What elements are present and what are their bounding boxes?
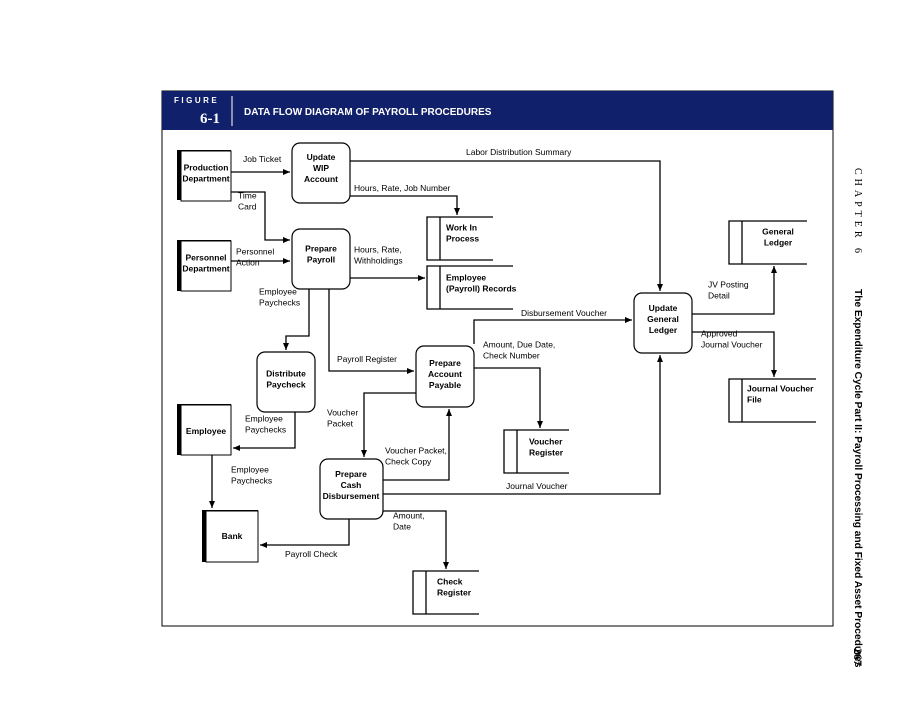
store-employee-records: Employee(Payroll) Records — [426, 265, 517, 310]
label-amount-due-date: Amount, Due Date,Check Number — [483, 340, 555, 361]
flow-lines — [209, 160, 777, 569]
label-payroll-register: Payroll Register — [337, 354, 397, 364]
label-voucher-packet-check-copy: Voucher Packet,Check Copy — [385, 446, 447, 467]
flow-voucher-packet — [361, 392, 416, 457]
label-amount-date: Amount,Date — [393, 511, 425, 532]
figure-number: 6-1 — [200, 111, 220, 127]
flow-jv-posting — [692, 266, 777, 315]
label-disbursement-voucher: Disbursement Voucher — [521, 308, 607, 318]
store-emp-records-label: Employee(Payroll) Records — [446, 273, 517, 294]
entity-employee: Employee — [177, 404, 232, 456]
flow-payroll-register — [328, 289, 414, 374]
flow-hours-rate-job — [350, 195, 460, 215]
flow-employee-paychecks-2 — [233, 412, 296, 451]
figure-title: DATA FLOW DIAGRAM OF PAYROLL PROCEDURES — [244, 107, 492, 118]
label-job-ticket: Job Ticket — [243, 154, 282, 164]
entity-bank: Bank — [202, 510, 259, 563]
label-payroll-check: Payroll Check — [285, 549, 338, 559]
label-journal-voucher: Journal Voucher — [506, 481, 568, 491]
flow-time-card — [231, 191, 290, 243]
figure-header-bar — [162, 91, 833, 130]
label-hours-rate-job: Hours, Rate, Job Number — [354, 183, 451, 193]
flow-employee-paychecks-1 — [283, 289, 310, 350]
entity-bank-label: Bank — [222, 531, 243, 541]
entity-employee-label: Employee — [186, 426, 226, 436]
running-title: The Expenditure Cycle Part II: Payroll P… — [852, 289, 863, 668]
flow-journal-voucher — [383, 355, 663, 495]
flow-disbursement-voucher — [473, 317, 632, 344]
flow-amount-date — [383, 510, 449, 569]
label-labor-distribution: Labor Distribution Summary — [466, 147, 572, 157]
page-number: 267 — [851, 648, 865, 666]
flow-labor-distribution — [350, 160, 663, 291]
flow-payroll-check — [260, 519, 350, 548]
flow-amount-due-date — [474, 367, 543, 428]
figure-label: FIGURE — [174, 96, 219, 105]
flow-voucher-packet-check-copy — [383, 409, 452, 481]
chapter-label: CHAPTER 6 — [852, 168, 863, 257]
flow-approved-jv — [692, 331, 777, 377]
label-hours-rate-withholdings: Hours, Rate,Withholdings — [354, 245, 403, 266]
